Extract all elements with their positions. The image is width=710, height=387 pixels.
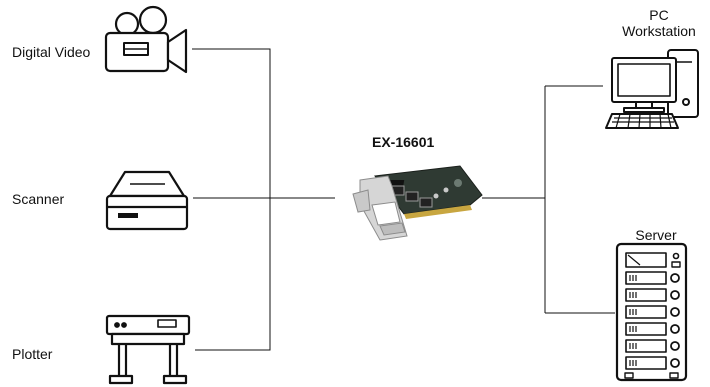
card-title: EX-16601 bbox=[372, 134, 435, 150]
pci-card-icon bbox=[352, 165, 483, 241]
label-scanner: Scanner bbox=[12, 191, 65, 207]
label-server: Server bbox=[635, 227, 677, 243]
pc-workstation-icon bbox=[605, 49, 699, 129]
connection-lines bbox=[192, 48, 615, 351]
plotter-icon bbox=[105, 314, 191, 385]
server-drive-bays bbox=[625, 271, 680, 370]
line-video bbox=[192, 48, 271, 351]
server-icon bbox=[615, 242, 688, 382]
label-plotter: Plotter bbox=[12, 346, 53, 362]
label-pc-line2: Workstation bbox=[622, 23, 696, 39]
label-pc-line1: PC bbox=[649, 7, 669, 23]
video-camera-icon bbox=[104, 5, 188, 74]
label-digital-video: Digital Video bbox=[12, 44, 91, 60]
scanner-icon bbox=[105, 170, 189, 231]
label-pc-workstation: PC Workstation bbox=[604, 7, 710, 39]
